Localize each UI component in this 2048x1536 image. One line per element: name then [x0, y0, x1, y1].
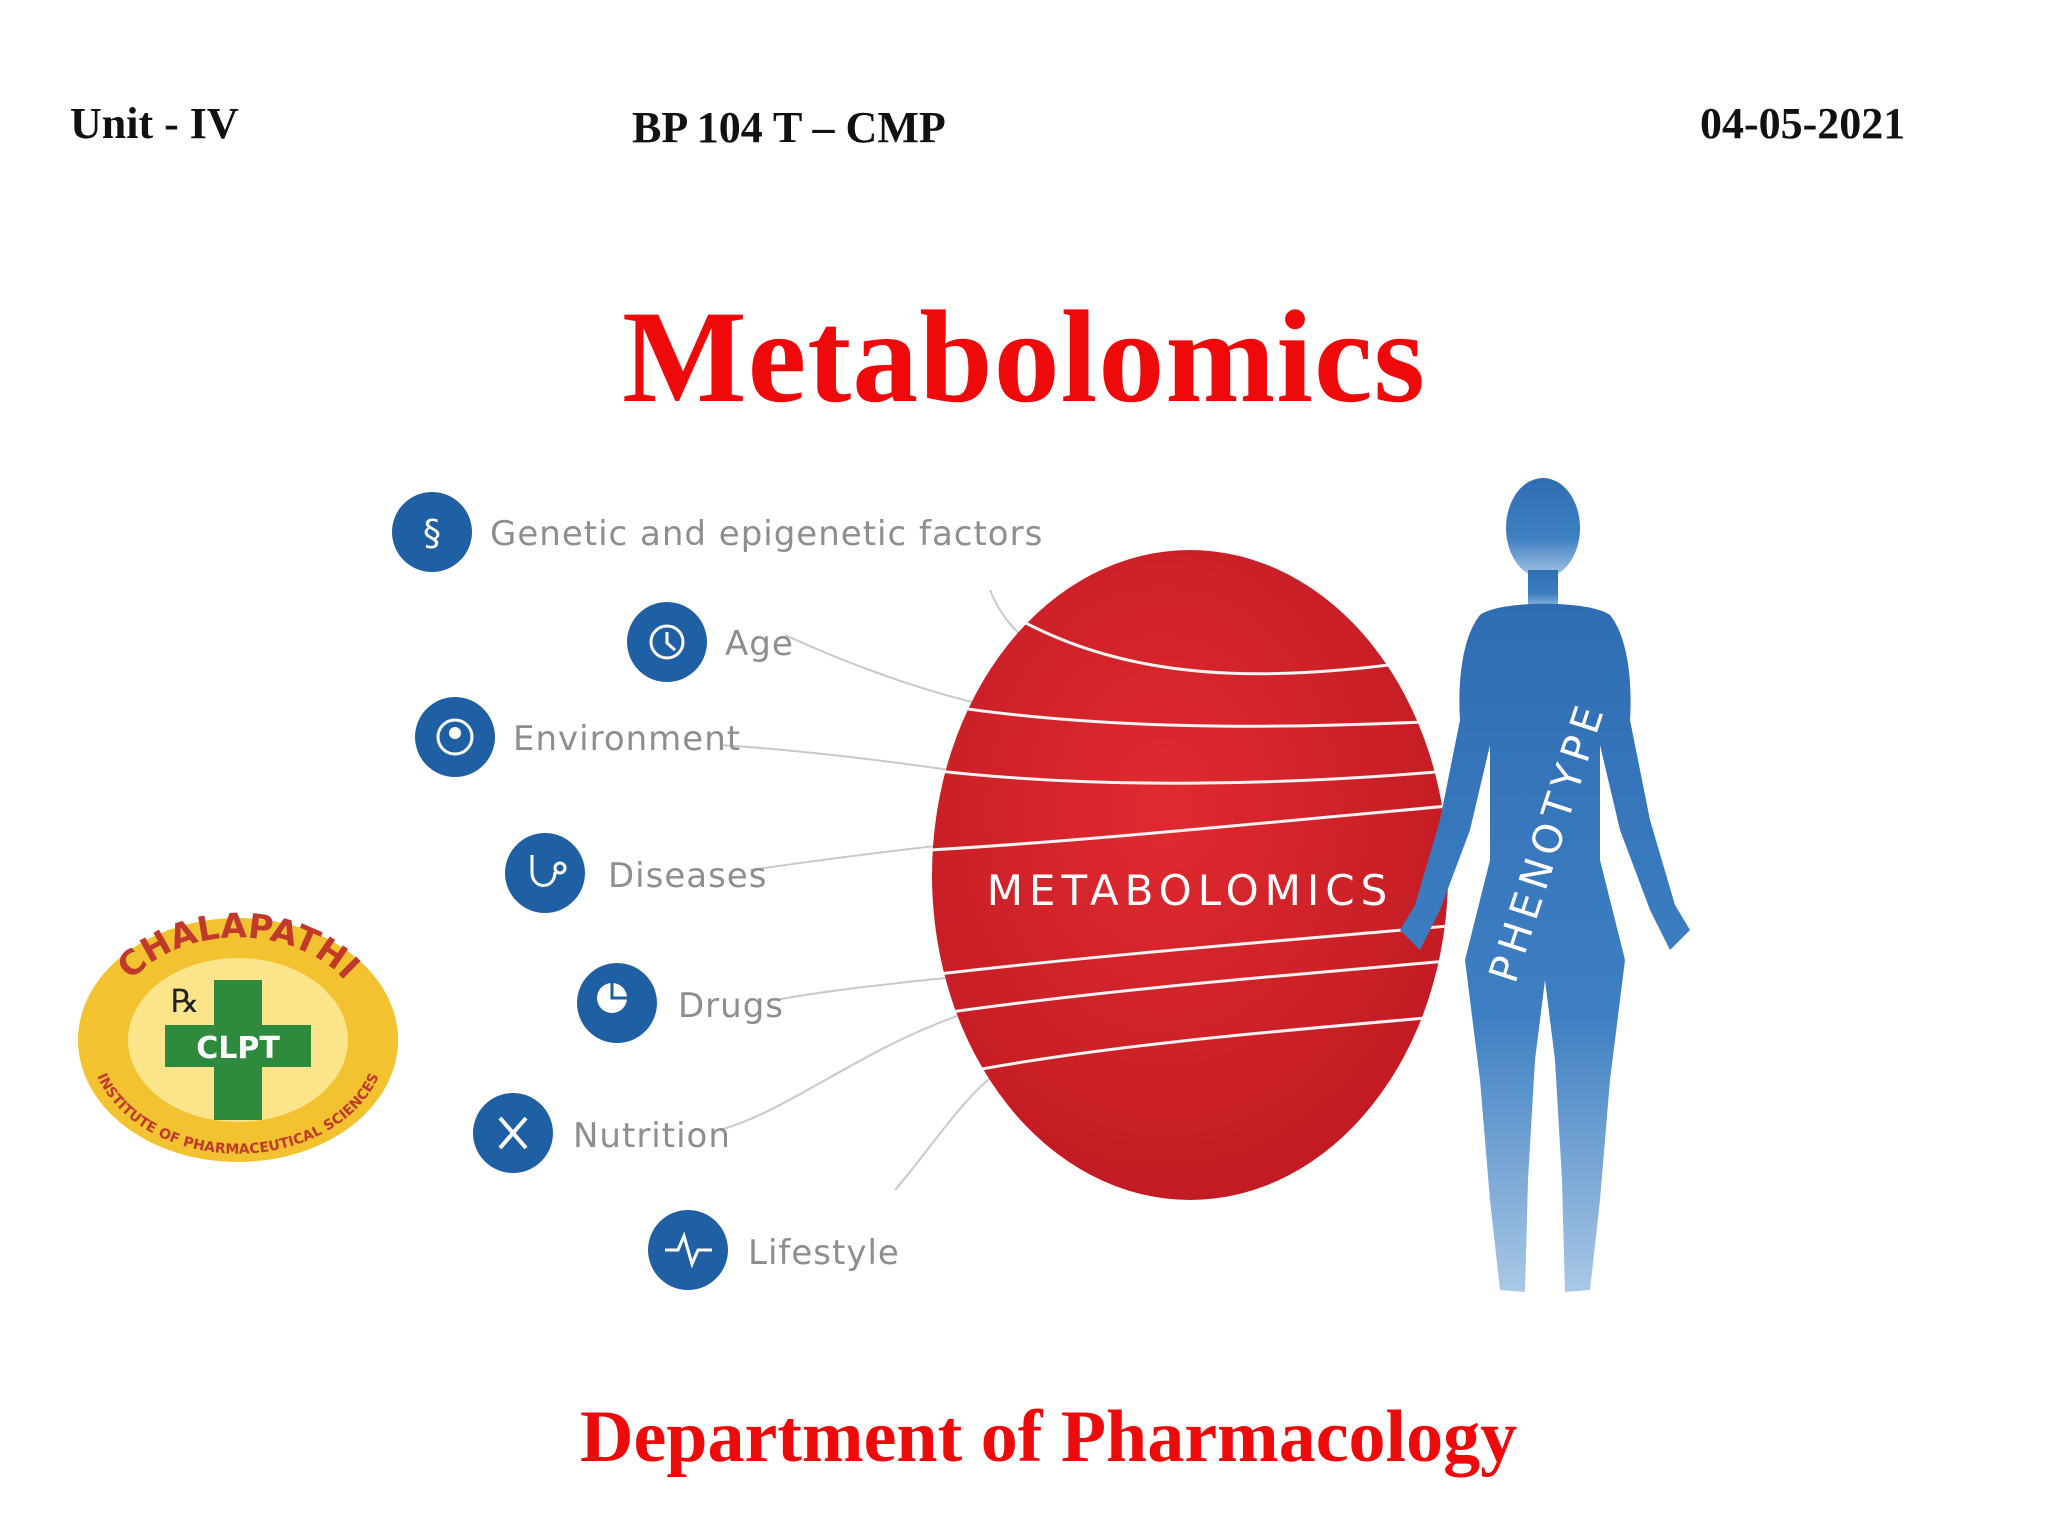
factor-label-drugs: Drugs	[678, 986, 784, 1026]
factor-item-drugs: Drugs	[577, 963, 784, 1043]
rx-icon: ℞	[171, 982, 200, 1020]
factor-item-diseases: Diseases	[505, 833, 767, 913]
factor-label-diseases: Diseases	[608, 856, 767, 896]
institute-logo: CHALAPATHI INSTITUTE OF PHARMACEUTICAL S…	[78, 906, 398, 1162]
course-code: BP 104 T – CMP	[632, 103, 946, 152]
factor-label-genetic: Genetic and epigenetic factors	[490, 514, 1043, 554]
factor-label-lifestyle: Lifestyle	[748, 1233, 900, 1273]
factor-item-nutrition: Nutrition	[473, 1093, 731, 1173]
factor-item-lifestyle: Lifestyle	[648, 1210, 900, 1290]
logo-badge-text: CLPT	[196, 1031, 280, 1066]
factor-label-environment: Environment	[513, 719, 741, 759]
unit-label: Unit - IV	[70, 99, 239, 148]
date-label: 04-05-2021	[1700, 99, 1906, 148]
factor-item-age: Age	[627, 602, 794, 682]
sphere-label: METABOLOMICS	[987, 866, 1394, 915]
factor-item-environment: Environment	[415, 697, 741, 777]
factor-label-age: Age	[725, 624, 794, 664]
metabolomics-sphere	[932, 550, 1448, 1200]
page-title: Metabolomics	[622, 283, 1426, 430]
factor-label-nutrition: Nutrition	[573, 1116, 731, 1156]
department-label: Department of Pharmacology	[580, 1396, 1518, 1478]
stethoscope-icon	[505, 833, 585, 913]
human-silhouette	[1400, 478, 1690, 1292]
dna-glyph: §	[423, 513, 441, 554]
dna-icon	[392, 492, 472, 572]
factor-item-genetic: § Genetic and epigenetic factors	[392, 492, 1043, 572]
